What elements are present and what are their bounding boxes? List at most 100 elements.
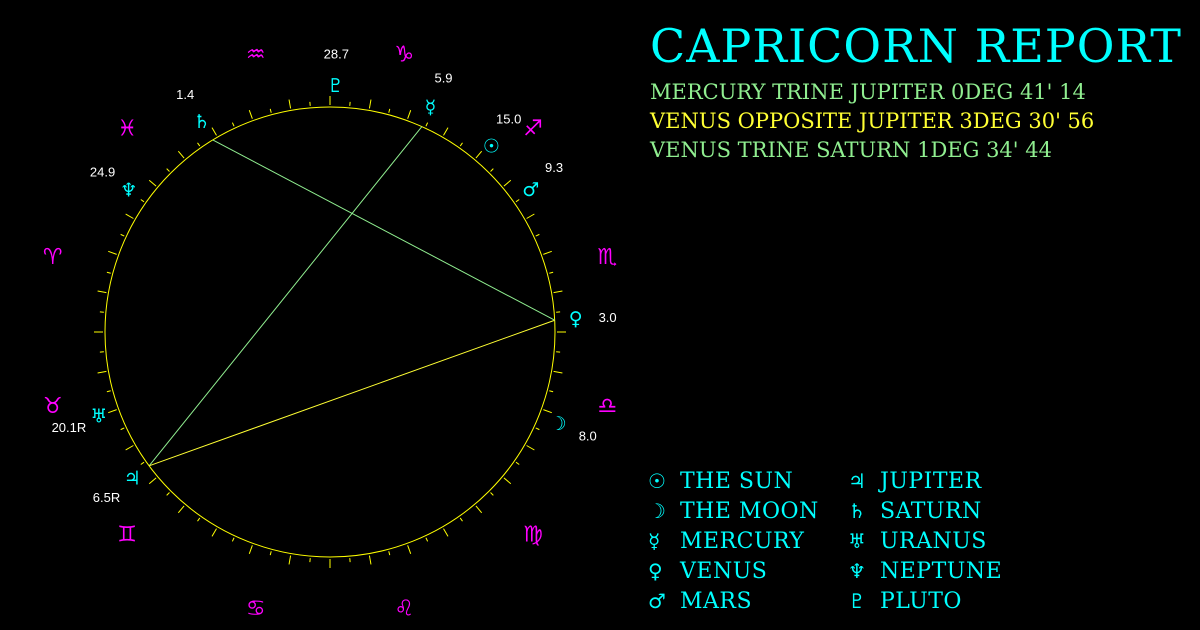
legend-item-venus: ♀VENUS (648, 556, 819, 586)
taurus-sign-icon: ♉ (43, 394, 63, 419)
moon-degree-label: 8.0 (579, 429, 597, 444)
pisces-sign-icon: ♓ (117, 117, 137, 142)
mars-icon: ♂ (522, 179, 539, 201)
degree-tick (140, 199, 145, 203)
legend-item-pluto: ♇ PLUTO (848, 586, 1002, 616)
uranus-icon: ♅ (90, 406, 107, 428)
mars-degree-label: 9.3 (545, 160, 563, 175)
degree-tick (475, 505, 483, 514)
aspect-line-venus-jupiter (148, 319, 555, 467)
aries-sign-icon: ♈ (43, 245, 63, 270)
legend-label: MARS (680, 589, 753, 614)
mercury-degree-label: 5.9 (434, 71, 452, 86)
degree-tick (368, 99, 372, 109)
degree-tick (248, 545, 253, 554)
venus-icon: ♀ (648, 559, 663, 583)
legend-label: MERCURY (680, 529, 805, 554)
degree-tick (425, 122, 429, 127)
degree-tick (120, 427, 125, 431)
page-title: CAPRICORN REPORT (650, 19, 1182, 73)
degree-tick (211, 127, 217, 136)
degree-tick (443, 528, 449, 537)
degree-tick (549, 271, 554, 274)
degree-tick (515, 461, 520, 465)
degree-tick (288, 555, 292, 565)
aspect-line-mercury-jupiter (148, 126, 423, 467)
legend-item-mercury: ☿ MERCURY (648, 526, 819, 556)
jupiter-icon: ♃ (848, 469, 866, 493)
uranus-icon: ♅ (848, 529, 866, 553)
degree-tick (407, 545, 412, 554)
degree-tick (197, 517, 201, 522)
venus-degree-label: 3.0 (599, 310, 617, 325)
degree-tick (407, 110, 412, 119)
capricorn-sign-icon: ♑ (394, 42, 414, 67)
degree-tick (553, 370, 563, 374)
legend-item-mars: ♂MARS (648, 586, 819, 616)
degree-tick (231, 537, 235, 542)
degree-tick (388, 108, 391, 113)
degree-tick (231, 122, 235, 127)
aspect-list: MERCURY TRINE JUPITER 0DEG 41' 14 VENUS … (650, 78, 1094, 165)
neptune-icon: ♆ (120, 180, 137, 202)
aspect-line-1: MERCURY TRINE JUPITER 0DEG 41' 14 (650, 80, 1086, 104)
gemini-sign-icon: ♊ (117, 522, 137, 547)
legend-label: PLUTO (880, 589, 962, 614)
degree-tick (97, 290, 107, 294)
venus-icon: ♀ (569, 308, 583, 330)
legend-item-saturn: ♄SATURN (848, 496, 1002, 526)
leo-sign-icon: ♌ (394, 597, 414, 622)
mercury-icon: ☿ (425, 96, 437, 118)
legend-label: THE SUN (680, 469, 794, 494)
degree-tick (108, 409, 117, 414)
sagittarius-sign-icon: ♐ (523, 117, 543, 142)
degree-tick (388, 551, 391, 556)
neptune-degree-label: 24.9 (90, 165, 115, 180)
degree-tick (425, 537, 429, 542)
degree-tick (515, 199, 520, 203)
legend-item-uranus: ♅ URANUS (848, 526, 1002, 556)
pluto-icon: ♇ (848, 589, 866, 613)
aspect-line-2: VENUS OPPOSITE JUPITER 3DEG 30' 56 (650, 109, 1095, 133)
aquarius-sign-icon: ♒ (246, 42, 266, 67)
moon-icon: ☽ (550, 413, 567, 435)
degree-tick (368, 555, 372, 565)
degree-tick (148, 179, 157, 187)
degree-tick (535, 233, 540, 237)
legend-item-jupiter: ♃ JUPITER (848, 466, 1002, 496)
degree-tick (503, 179, 512, 187)
degree-tick (269, 108, 272, 113)
jupiter-degree-label: 6.5R (93, 490, 120, 505)
degree-tick (177, 505, 185, 514)
degree-tick (526, 213, 535, 219)
legend-label: URANUS (880, 529, 987, 554)
saturn-icon: ♄ (848, 499, 866, 523)
cancer-sign-icon: ♋ (246, 597, 266, 622)
degree-tick (443, 127, 449, 136)
saturn-icon: ♄ (193, 111, 210, 133)
degree-tick (140, 461, 145, 465)
neptune-icon: ♆ (848, 559, 866, 583)
degree-tick (526, 445, 535, 451)
jupiter-icon: ♃ (124, 467, 141, 489)
degree-tick (197, 142, 201, 147)
degree-tick (211, 528, 217, 537)
degree-tick (288, 99, 292, 109)
legend-item-sun: ☉THE SUN (648, 466, 819, 496)
legend-item-neptune: ♆NEPTUNE (848, 556, 1002, 586)
degree-tick (503, 477, 512, 485)
degree-tick (125, 445, 134, 451)
degree-tick (125, 213, 134, 219)
libra-sign-icon: ♎ (597, 394, 617, 419)
degree-tick (177, 150, 185, 159)
virgo-sign-icon: ♍ (523, 522, 543, 547)
degree-tick (97, 370, 107, 374)
legend-label: THE MOON (680, 499, 819, 524)
legend-label: JUPITER (880, 469, 982, 494)
degree-tick (248, 110, 253, 119)
degree-tick (459, 142, 463, 147)
degree-tick (459, 517, 463, 522)
wheel-circle (104, 106, 556, 558)
degree-tick (490, 168, 494, 172)
mercury-icon: ☿ (648, 529, 661, 553)
